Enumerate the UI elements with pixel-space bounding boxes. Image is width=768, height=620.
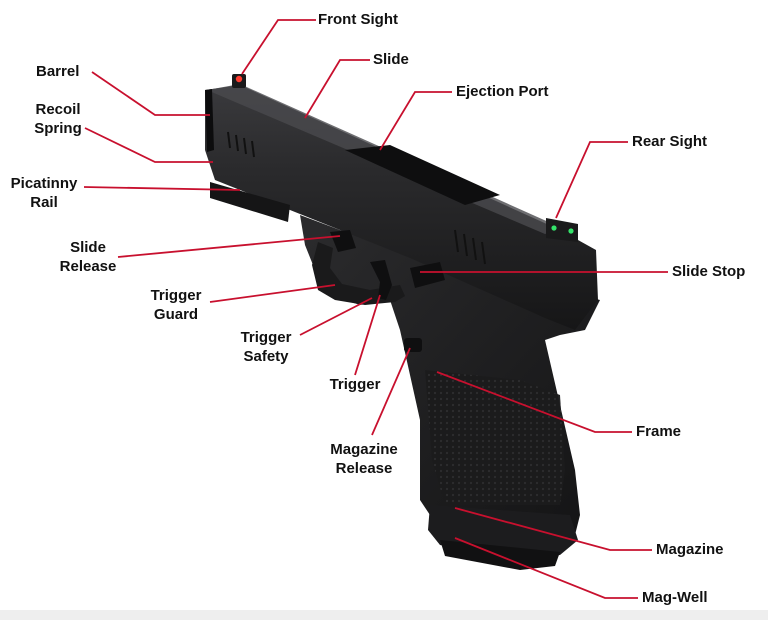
label-trigger-safety-line1: Trigger [240,329,292,346]
label-ejection-port-text: Ejection Port [456,83,549,100]
label-picatinny-rail-line1: Picatinny [10,175,78,192]
label-barrel-text: Barrel [36,63,80,80]
rear-serrations [454,229,486,265]
magwell-lip [440,540,560,570]
label-slide-release: Slide Release [60,238,117,276]
label-frame: Frame [636,422,681,441]
label-trigger: Trigger [330,375,381,394]
rear-sight-dot-left [551,225,557,231]
leader-recoil-spring [84,127,213,163]
leader-magazine-release [371,347,411,436]
picatinny-rail [210,182,290,222]
muzzle [205,89,214,152]
label-trigger-safety: Trigger Safety [241,328,292,366]
magazine-release-button [404,338,422,352]
leader-front-sight [241,19,316,75]
label-trigger-guard-line1: Trigger [150,287,202,304]
rear-sight-dot-right [568,228,574,234]
label-recoil-spring: Recoil Spring [34,100,82,138]
leader-lines [83,19,668,599]
front-serrations [227,131,255,158]
label-rear-sight: Rear Sight [632,132,707,151]
front-sight-dot [235,75,243,83]
leader-ejection-port [379,91,452,151]
leader-trigger-guard [209,284,336,303]
label-frame-text: Frame [636,423,682,440]
leader-rear-sight [555,141,628,219]
label-magazine-release: Magazine Release [330,440,398,478]
label-trigger-safety-line2: Safety [243,348,289,365]
label-magazine: Magazine [656,540,724,559]
slide-body [205,85,598,330]
label-rear-sight-text: Rear Sight [632,133,708,150]
leader-mag-well [454,537,638,599]
label-slide-stop: Slide Stop [672,262,745,281]
bottom-edge-strip [0,610,768,620]
label-slide-stop-text: Slide Stop [672,263,746,280]
label-trigger-text: Trigger [329,376,381,393]
label-slide-release-line2: Release [59,258,117,275]
label-recoil-spring-line2: Spring [34,120,82,137]
leader-slide [304,59,370,119]
label-mag-well-text: Mag-Well [642,589,708,606]
label-picatinny-rail-line2: Rail [30,194,58,211]
leader-trigger-safety [299,297,373,336]
label-front-sight-text: Front Sight [318,11,398,28]
label-trigger-guard: Trigger Guard [151,286,202,324]
label-trigger-guard-line2: Guard [153,306,199,323]
slide-stop-lever [410,262,445,288]
label-slide-text: Slide [373,51,409,68]
label-barrel: Barrel [36,62,79,81]
trigger [370,260,392,300]
leader-slide-release [117,235,341,258]
leader-magazine [454,507,652,551]
label-picatinny-rail: Picatinny Rail [11,174,78,212]
label-ejection-port: Ejection Port [456,82,549,101]
label-slide: Slide [373,50,409,69]
leader-trigger [354,294,381,376]
leader-barrel [91,71,210,116]
label-magazine-release-line1: Magazine [330,441,398,458]
ejection-port [345,145,500,205]
leader-frame [436,371,632,433]
label-front-sight: Front Sight [318,10,398,29]
rear-sight [546,218,578,242]
grip-texture [425,370,565,505]
leader-picatinny-rail [83,186,241,191]
label-mag-well: Mag-Well [642,588,708,607]
label-magazine-release-line2: Release [335,460,393,477]
label-recoil-spring-line1: Recoil [35,101,81,118]
label-slide-release-line1: Slide [70,239,106,256]
label-magazine-text: Magazine [656,541,724,558]
